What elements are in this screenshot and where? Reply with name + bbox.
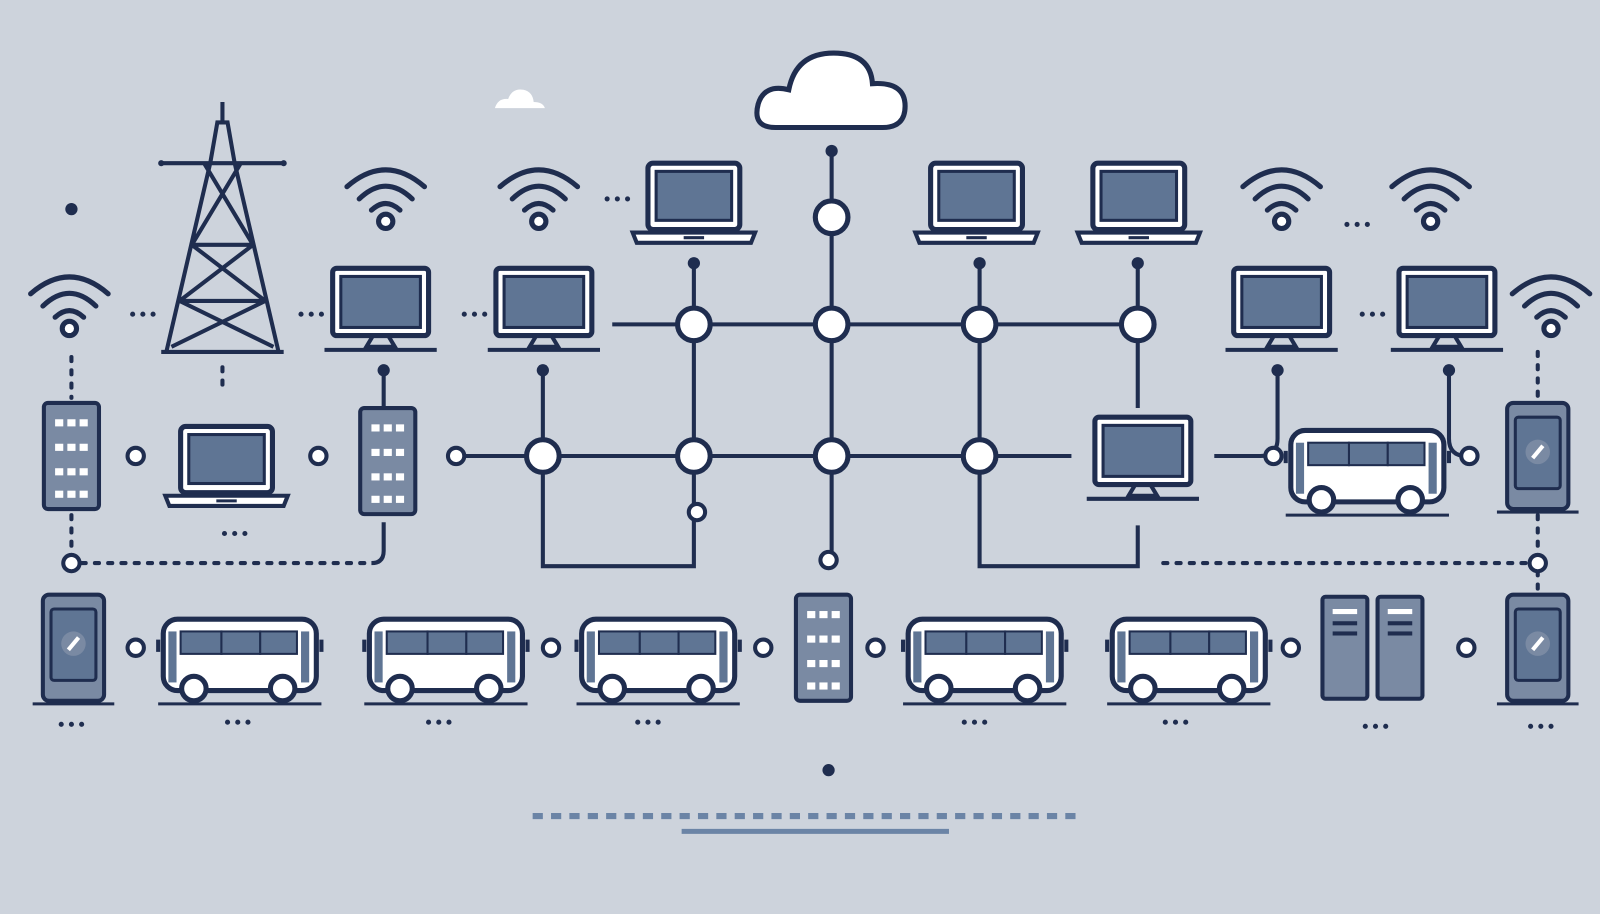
link-line xyxy=(977,455,1140,569)
bus-icon xyxy=(574,616,742,706)
ellipsis-dots xyxy=(298,311,324,317)
connector-dot xyxy=(1280,637,1302,658)
connector-dot xyxy=(540,637,562,658)
end-dot xyxy=(536,364,549,377)
connector-dot xyxy=(125,445,146,467)
wifi-icon xyxy=(497,167,581,232)
end-dot xyxy=(1442,364,1456,377)
phone-icon xyxy=(32,592,115,706)
end-dot xyxy=(377,364,390,377)
ellipsis-dots xyxy=(1362,723,1389,729)
network-node xyxy=(523,437,562,475)
monitor-icon xyxy=(324,265,437,352)
monitor-icon xyxy=(487,265,600,352)
devices xyxy=(28,50,1593,777)
ellipsis-dots xyxy=(221,530,248,537)
wifi-icon xyxy=(1509,274,1593,339)
network-node xyxy=(675,305,713,344)
link-line xyxy=(1446,367,1467,459)
end-dot xyxy=(687,257,700,270)
ellipsis-dots xyxy=(58,721,85,727)
ellipsis-dots xyxy=(461,311,488,317)
laptop-icon xyxy=(629,160,759,245)
end-dot xyxy=(1271,364,1284,377)
wifi-icon xyxy=(1240,167,1323,232)
monitor-icon xyxy=(1225,265,1338,352)
ellipsis-dots xyxy=(961,719,988,725)
end-dot xyxy=(1131,257,1144,270)
bus-icon xyxy=(1283,427,1452,517)
connector-dot xyxy=(1527,552,1548,574)
phone-icon xyxy=(1496,400,1579,514)
server-icon xyxy=(358,405,418,517)
end-dot xyxy=(973,257,986,270)
bus-icon xyxy=(1105,616,1273,706)
network-node xyxy=(675,437,713,475)
end-dot xyxy=(65,202,78,216)
end-dot xyxy=(825,144,838,158)
cloud-icon xyxy=(754,50,908,131)
ellipsis-dots xyxy=(1162,719,1189,725)
wifi-icon xyxy=(28,274,111,339)
link-line xyxy=(371,522,386,566)
connector-dot xyxy=(308,445,329,467)
laptop-icon xyxy=(912,160,1041,245)
double-server-icon xyxy=(1320,594,1425,701)
laptop-icon xyxy=(162,423,291,509)
server-icon xyxy=(793,592,854,703)
tower-icon xyxy=(158,102,287,354)
ellipsis-dots xyxy=(1359,311,1386,317)
network-node xyxy=(812,305,851,344)
server-icon xyxy=(41,400,102,512)
ellipsis-dots xyxy=(1344,221,1370,227)
network-node xyxy=(812,437,851,475)
ellipsis-dots xyxy=(1528,723,1554,729)
connector-dot xyxy=(445,445,467,467)
small-cloud-icon xyxy=(494,89,545,109)
laptop-icon xyxy=(1074,160,1204,245)
connector-dot xyxy=(1456,637,1477,658)
ellipsis-dots xyxy=(130,311,156,317)
wifi-icon xyxy=(344,167,428,232)
network-node xyxy=(812,198,851,237)
connector-dot xyxy=(61,552,82,574)
connector-dot xyxy=(125,637,146,658)
ellipsis-dots xyxy=(225,719,251,725)
connector-dot xyxy=(753,637,774,658)
link-line xyxy=(540,455,696,569)
connector-dot xyxy=(1263,445,1284,467)
link-line xyxy=(1214,367,1280,459)
ellipsis-dots xyxy=(426,719,452,725)
monitor-icon xyxy=(1086,414,1199,501)
end-dot xyxy=(822,764,835,777)
connector-dot xyxy=(865,637,886,658)
bus-icon xyxy=(156,616,324,706)
monitor-icon xyxy=(1390,265,1504,352)
phone-icon xyxy=(1496,592,1579,706)
bus-icon xyxy=(901,616,1069,706)
network-node xyxy=(1118,305,1157,344)
connector-dot xyxy=(686,501,708,523)
connector-dot xyxy=(1459,445,1480,467)
ellipsis-dots xyxy=(635,719,661,725)
bus-icon xyxy=(362,616,530,706)
ellipsis-dots xyxy=(604,196,631,202)
wifi-icon xyxy=(1389,167,1472,232)
network-node xyxy=(960,437,999,475)
network-node xyxy=(960,305,999,344)
connector-dot xyxy=(818,549,839,571)
